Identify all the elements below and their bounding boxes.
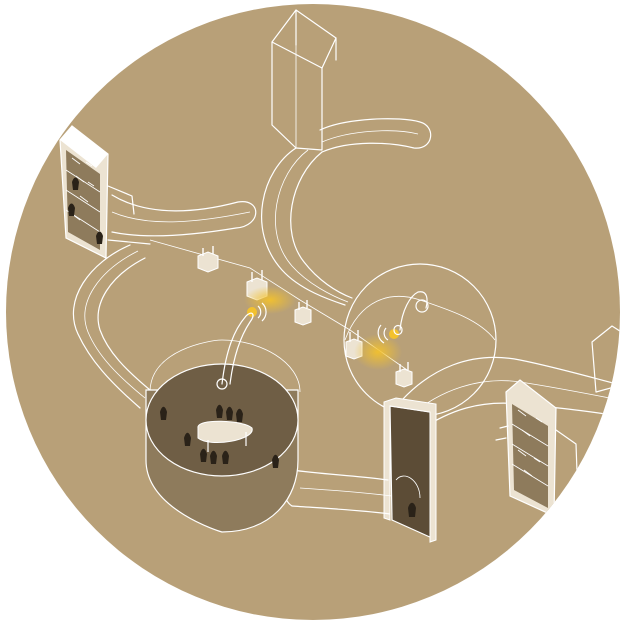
signal-glow: [354, 334, 402, 370]
booth-pod: [384, 398, 436, 542]
